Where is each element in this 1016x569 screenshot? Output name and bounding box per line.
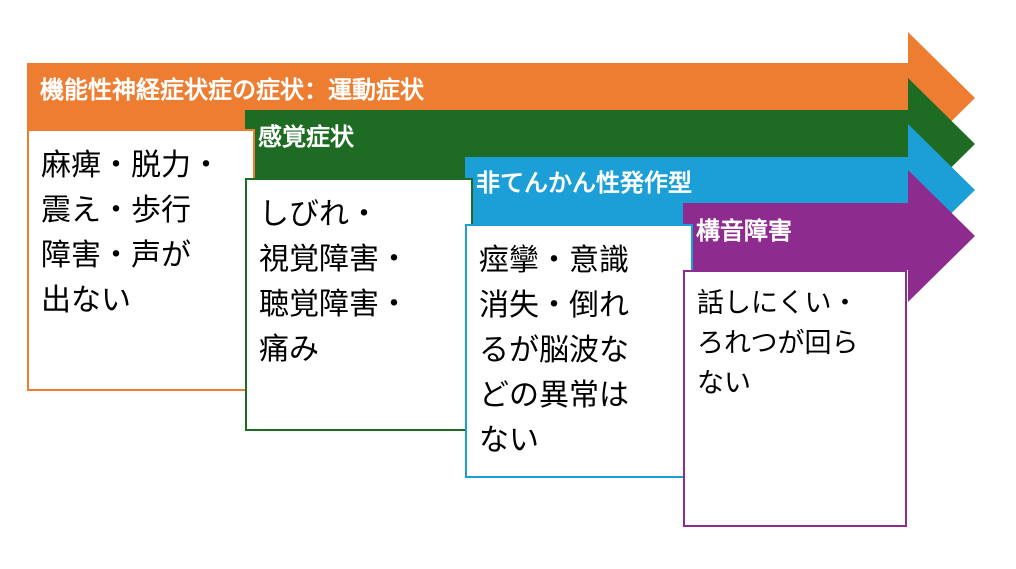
symptom-line: 震え・歩行 (41, 193, 191, 228)
seizure-header: 非てんかん性発作型 (476, 169, 692, 197)
sensory-symptoms-box: しびれ・ 視覚障害・ 聴覚障害・ 痛み (245, 178, 473, 431)
symptom-line: ない (697, 368, 751, 399)
symptom-line: ろれつが回ら (697, 328, 859, 359)
sensory-header: 感覚症状 (258, 123, 354, 151)
symptom-line: ない (479, 423, 539, 458)
symptom-line: 消失・倒れ (479, 288, 629, 323)
symptom-line: 話しにくい・ (697, 288, 859, 319)
speech-symptoms-box: 話しにくい・ ろれつが回ら ない (683, 270, 907, 527)
speech-arrow (683, 170, 975, 302)
symptom-line: 痛み (259, 332, 319, 367)
seizure-symptoms-text: 痙攣・意識 消失・倒れ るが脳波な どの異常は ない (479, 238, 685, 463)
speech-header: 構音障害 (696, 217, 792, 245)
symptom-line: 障害・声が (41, 238, 191, 273)
sensory-symptoms-text: しびれ・ 視覚障害・ 聴覚障害・ 痛み (259, 192, 465, 372)
motor-arrow (27, 32, 975, 164)
motor-symptoms-box: 麻痺・脱力・ 震え・歩行 障害・声が 出ない (27, 129, 255, 391)
motor-symptoms-text: 麻痺・脱力・ 震え・歩行 障害・声が 出ない (41, 143, 247, 323)
motor-header: 機能性神経症状症の症状：運動症状 (40, 76, 424, 104)
symptom-line: しびれ・ (259, 197, 379, 232)
symptom-line: 出ない (41, 283, 131, 318)
symptom-line: どの異常は (479, 378, 629, 413)
seizure-symptoms-box: 痙攣・意識 消失・倒れ るが脳波な どの異常は ない (465, 224, 693, 478)
symptom-line: 視覚障害・ (259, 242, 409, 277)
symptom-line: るが脳波な (479, 333, 629, 368)
symptom-line: 聴覚障害・ (259, 287, 409, 322)
speech-symptoms-text: 話しにくい・ ろれつが回ら ない (697, 284, 899, 404)
symptom-line: 麻痺・脱力・ (41, 148, 221, 183)
symptom-line: 痙攣・意識 (479, 243, 629, 278)
